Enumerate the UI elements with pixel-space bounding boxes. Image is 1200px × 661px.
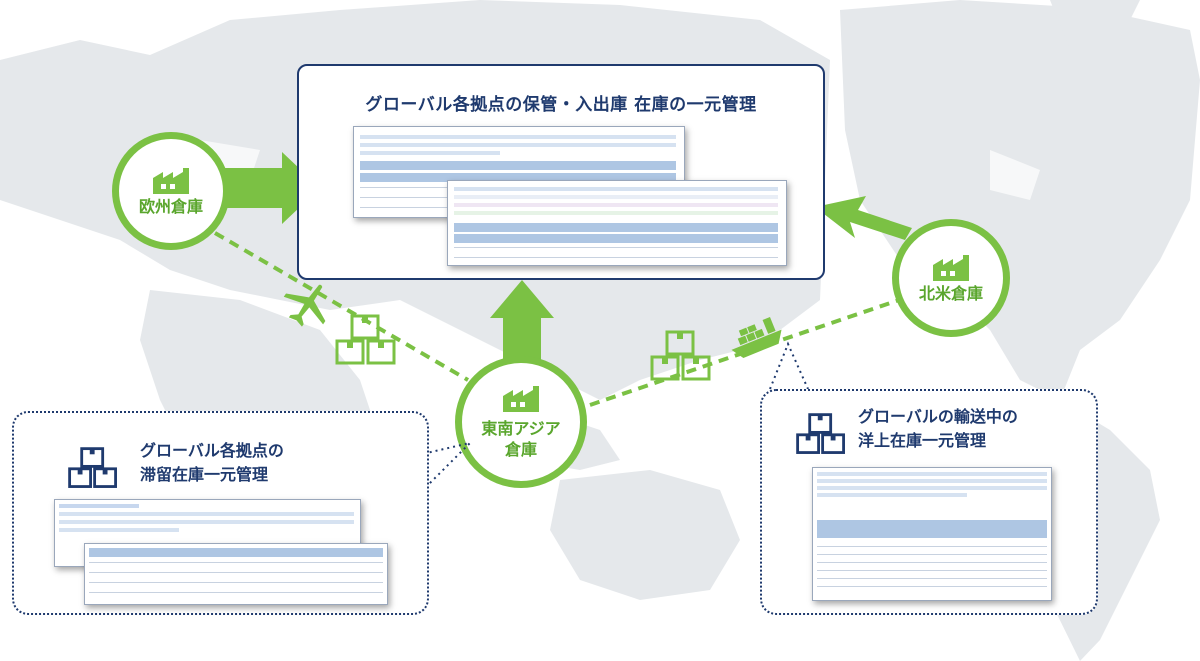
ocean-inventory-title: グローバルの輸送中の 洋上在庫一元管理 [858,405,1018,453]
main-panel: グローバル各拠点の保管・入出庫 在庫の一元管理 [297,64,825,280]
factory-icon [933,254,969,281]
ship-icon [731,317,782,358]
callout-stagnant-inventory: グローバル各拠点の 滞留在庫一元管理 [12,411,429,615]
factory-icon [153,167,189,194]
stagnant-inventory-title: グローバル各拠点の 滞留在庫一元管理 [140,439,284,487]
boxes-icon [68,447,117,488]
route-asia-america [589,296,906,407]
main-panel-title: グローバル各拠点の保管・入出庫 在庫の一元管理 [365,95,757,115]
ocean-title-line-2: 洋上在庫一元管理 [858,431,987,450]
arrow-asia-to-hq [490,280,554,368]
factory-icon [503,386,539,412]
boxes-icon [650,330,711,381]
arrow-america-to-hq [815,196,912,240]
inventory-screen-2 [447,180,787,266]
ocean-inventory-screen [812,467,1052,601]
node-north-america-warehouse: 北米倉庫 [892,219,1010,337]
southeast-asia-warehouse-label-2: 倉庫 [504,440,537,459]
node-southeast-asia-warehouse: 東南アジア 倉庫 [455,356,587,488]
boxes-icon [335,314,396,365]
boxes-icon [796,413,845,454]
arrow-europe-to-hq [222,152,320,224]
callout-ocean-inventory: グローバルの輸送中の 洋上在庫一元管理 [760,389,1098,615]
north-america-warehouse-label: 北米倉庫 [918,283,983,303]
node-europe-warehouse: 欧州倉庫 [112,132,230,250]
southeast-asia-warehouse-label-1: 東南アジア [481,419,561,438]
ocean-title-line-1: グローバルの輸送中の [858,407,1018,426]
airplane-icon [283,284,326,327]
stagnant-inventory-screen-2 [84,543,388,605]
stagnant-title-line-1: グローバル各拠点の [140,441,284,460]
stagnant-title-line-2: 滞留在庫一元管理 [140,465,269,484]
europe-warehouse-label: 欧州倉庫 [138,196,203,216]
route-europe-asia [213,231,470,382]
